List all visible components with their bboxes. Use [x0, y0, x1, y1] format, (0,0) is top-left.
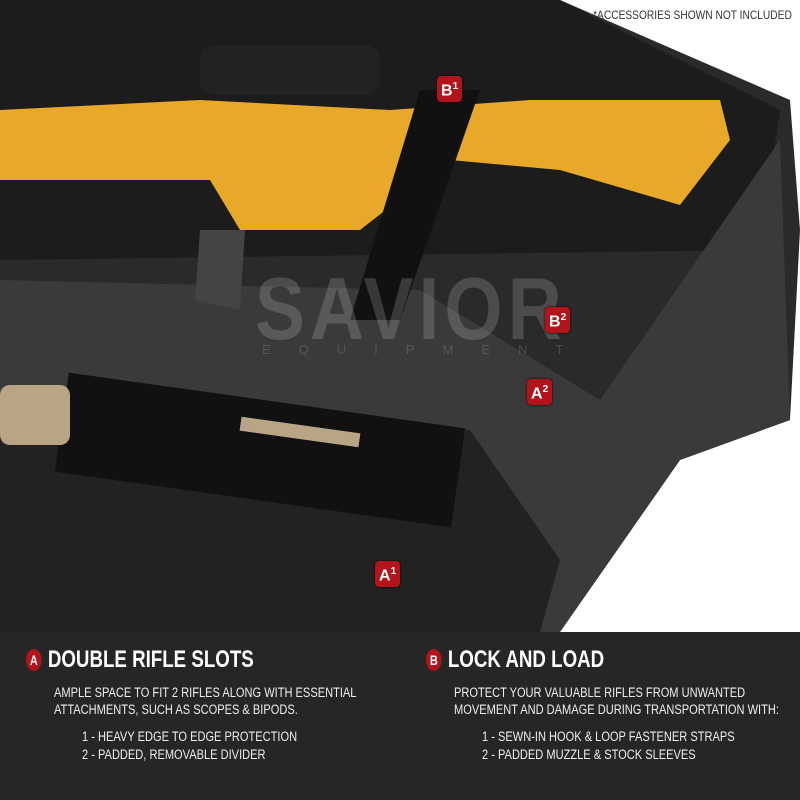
feature-list-item: 1 - SEWN-IN HOOK & LOOP FASTENER STRAPS [482, 729, 735, 744]
rifle-scope [200, 45, 380, 95]
callout-a2: A2 [527, 379, 553, 406]
feature-badge: A [26, 649, 42, 671]
feature-list: 1 - HEAVY EDGE TO EDGE PROTECTION 2 - PA… [82, 728, 426, 764]
strap [350, 90, 480, 320]
lower-rifle-rail [239, 416, 361, 448]
feature-list-item: 1 - HEAVY EDGE TO EDGE PROTECTION [82, 729, 298, 744]
disclaimer: *ACCESSORIES SHOWN NOT INCLUDED [593, 8, 792, 22]
callout-b1: B1 [437, 76, 463, 103]
lower-rifle-stock [0, 385, 70, 445]
feature-list: 1 - SEWN-IN HOOK & LOOP FASTENER STRAPS … [482, 728, 800, 764]
feature-title: DOUBLE RIFLE SLOTS [47, 646, 254, 673]
product-photo: SAVIOR EQUIPMENT *ACCESSORIES SHOWN NOT … [0, 0, 800, 632]
feature-description: PROTECT YOUR VALUABLE RIFLES FROM UNWANT… [454, 685, 779, 717]
watermark-logo: SAVIOR [255, 259, 567, 358]
watermark-sub: EQUIPMENT [262, 342, 592, 357]
lower-rifle [54, 372, 466, 528]
feature-title: LOCK AND LOAD [447, 646, 605, 673]
rifle-case-illustration [0, 0, 800, 632]
rifle-magazine [195, 230, 245, 310]
feature-list-item: 2 - PADDED MUZZLE & STOCK SLEEVES [482, 747, 696, 762]
feature-list-item: 2 - PADDED, REMOVABLE DIVIDER [82, 747, 266, 762]
upper-rifle [0, 100, 730, 230]
feature-badge: B [426, 649, 442, 671]
callout-b2: B2 [545, 307, 571, 334]
callout-a1: A1 [375, 561, 401, 588]
feature-description: AMPLE SPACE TO FIT 2 RIFLES ALONG WITH E… [54, 685, 357, 717]
